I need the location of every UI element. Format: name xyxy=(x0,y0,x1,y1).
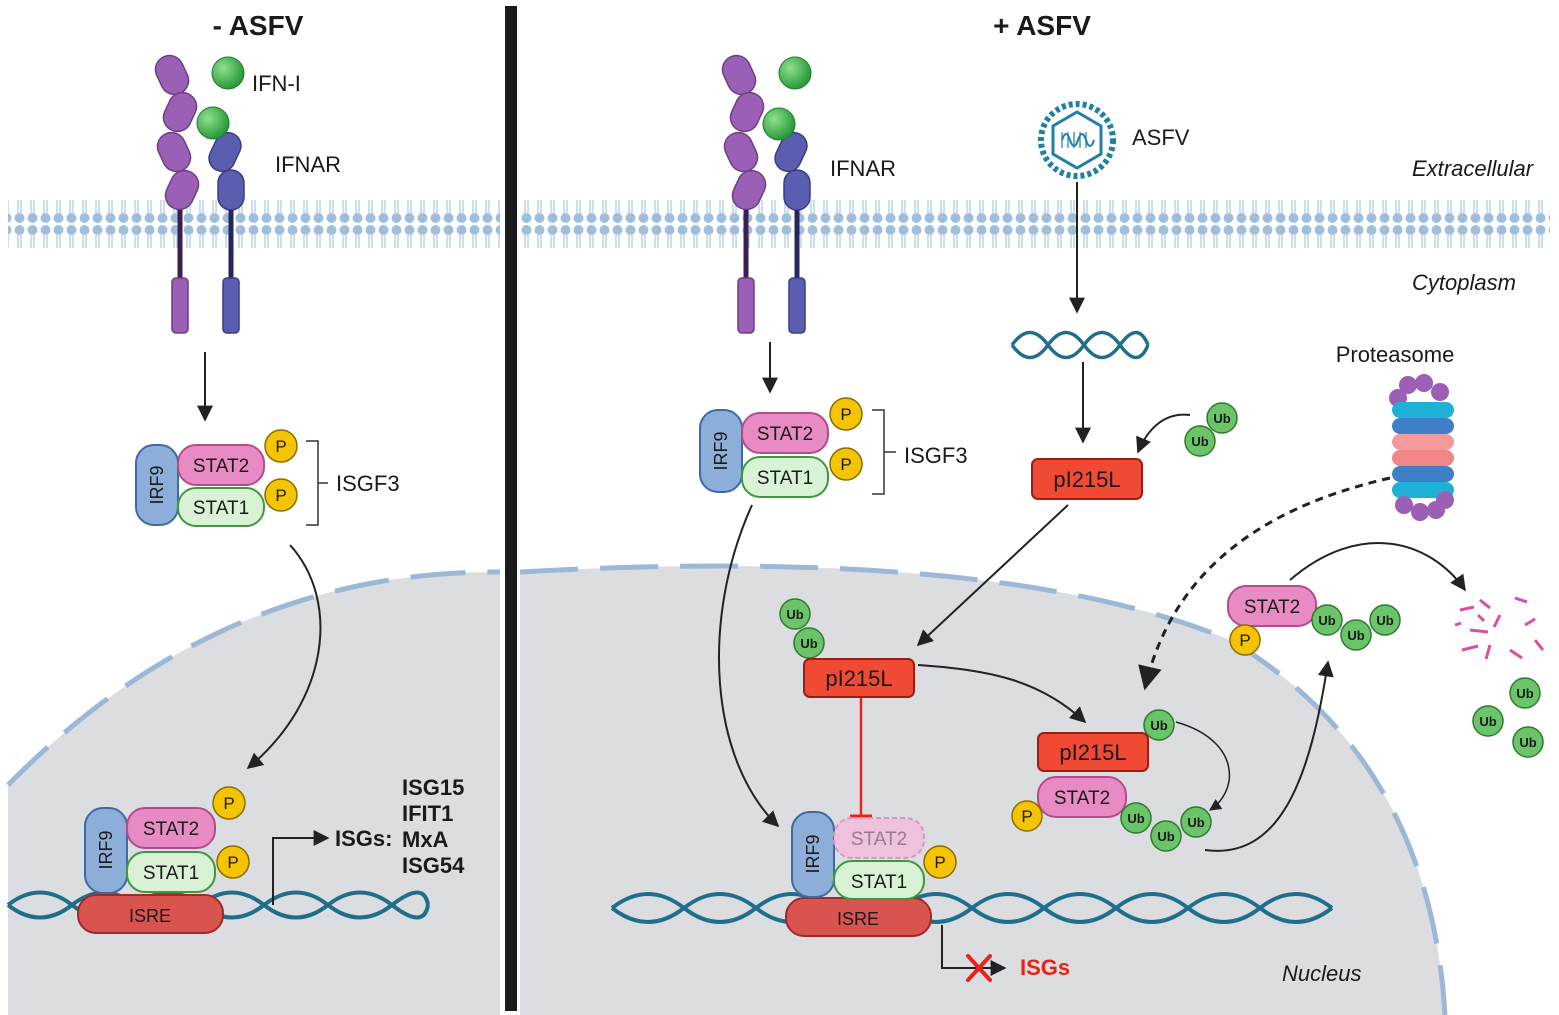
pi215l-nucleus xyxy=(803,658,915,698)
blocked-isgs-label: ISGs xyxy=(1020,955,1070,980)
ub-label: Ub xyxy=(1318,613,1335,628)
irf9-label: IRF9 xyxy=(711,431,731,470)
ubiquitin xyxy=(1472,705,1504,737)
isgf3-complex-nucleus-left: IRF9 STAT2 STAT1 P P xyxy=(84,786,250,894)
ifnar-label-left: IFNAR xyxy=(275,152,341,177)
ub-label: Ub xyxy=(1187,815,1204,830)
panel-divider xyxy=(505,6,517,1011)
pi215l-stat2-complex: pI215L Ub STAT2 P Ub Ub Ub xyxy=(1011,709,1212,852)
ub-label: Ub xyxy=(1479,714,1496,729)
isg-item: ISG15 xyxy=(402,775,464,800)
ifnar-receptor-left xyxy=(154,54,245,334)
membrane-right xyxy=(520,198,1550,254)
ifn-i-label: IFN-I xyxy=(252,71,301,96)
ub-label: Ub xyxy=(1519,735,1536,750)
isre-label: ISRE xyxy=(837,909,879,929)
pi215l-cytoplasm xyxy=(1031,458,1143,500)
stat2-ubiquitinated-cytoplasm: STAT2 P Ub Ub Ub xyxy=(1227,585,1401,656)
ifnar-label-right: IFNAR xyxy=(830,156,896,181)
extracellular-label: Extracellular xyxy=(1412,156,1535,181)
phospho-label: P xyxy=(227,853,238,872)
stat2-label: STAT2 xyxy=(193,456,249,477)
asfv-label: ASFV xyxy=(1132,125,1190,150)
stat1-label: STAT1 xyxy=(757,468,813,489)
ubiquitin xyxy=(1512,726,1544,758)
ifn-i-ligand xyxy=(211,56,245,90)
ub-label: Ub xyxy=(1150,718,1167,733)
ubiquitin xyxy=(793,627,825,659)
nucleus-right xyxy=(520,566,1445,1015)
ub-label: Ub xyxy=(800,636,817,651)
proteasome-label: Proteasome xyxy=(1336,342,1455,367)
phospho-label: P xyxy=(1021,807,1032,826)
phospho-label: P xyxy=(275,437,286,456)
irf9-label: IRF9 xyxy=(147,465,167,504)
ifn-i-ligand xyxy=(778,56,812,90)
ub-label: Ub xyxy=(1376,613,1393,628)
proteasome xyxy=(1389,374,1454,521)
stat1-label: STAT1 xyxy=(193,498,249,519)
phospho-label: P xyxy=(275,486,286,505)
ubiquitin xyxy=(1184,425,1216,457)
stat2-label: STAT2 xyxy=(1244,597,1300,618)
phospho-label: P xyxy=(840,455,851,474)
asfv-virion xyxy=(1038,101,1116,179)
nucleus-label: Nucleus xyxy=(1282,961,1361,986)
ubiquitin xyxy=(1509,677,1541,709)
phospho-label: P xyxy=(840,405,851,424)
dna-left xyxy=(6,890,430,920)
isre-label: ISRE xyxy=(129,906,171,926)
ubiquitin xyxy=(779,598,811,630)
isg-item: IFIT1 xyxy=(402,801,453,826)
ub-label: Ub xyxy=(1516,686,1533,701)
ubiquitin xyxy=(1206,402,1238,434)
ifn-i-ligand xyxy=(196,106,230,140)
ifn-i-ligand xyxy=(762,107,796,141)
isgs-prefix: ISGs: xyxy=(335,826,392,851)
stat2-label-faded: STAT2 xyxy=(851,829,907,850)
irf9-label: IRF9 xyxy=(803,834,823,873)
ub-label: Ub xyxy=(786,607,803,622)
pi215l-label: pI215L xyxy=(1059,740,1126,765)
isgf3-label-left: ISGF3 xyxy=(336,471,400,496)
isgf3-complex-nucleus-right: IRF9 STAT2 STAT1 P xyxy=(791,811,957,900)
viral-dna xyxy=(1010,330,1150,360)
ub-label: Ub xyxy=(1213,411,1230,426)
phospho-label: P xyxy=(223,794,234,813)
pi215l-label: pI215L xyxy=(825,666,892,691)
isg-item: MxA xyxy=(402,827,449,852)
cytoplasm-label: Cytoplasm xyxy=(1412,270,1516,295)
stat1-label: STAT1 xyxy=(143,863,199,884)
isg-item: ISG54 xyxy=(402,853,465,878)
dna-right xyxy=(610,892,1334,924)
membrane-left xyxy=(8,198,500,254)
stat2-label: STAT2 xyxy=(143,819,199,840)
left-panel-title: - ASFV xyxy=(213,10,304,41)
stat2-label: STAT2 xyxy=(1054,788,1110,809)
right-panel-title: + ASFV xyxy=(993,10,1091,41)
degraded-stat2-fragments xyxy=(1454,596,1545,660)
block-x-icon xyxy=(966,954,992,982)
ub-label: Ub xyxy=(1127,811,1144,826)
isre-left xyxy=(77,894,224,934)
isgf3-complex-left: IRF9 STAT2 STAT1 P P xyxy=(135,429,298,527)
phospho-label: P xyxy=(1239,631,1250,650)
stat2-label: STAT2 xyxy=(757,424,813,445)
phospho-label: P xyxy=(934,853,945,872)
isgf3-complex-right: IRF9 STAT2 STAT1 P P xyxy=(699,397,863,498)
ub-label: Ub xyxy=(1157,829,1174,844)
irf9-label: IRF9 xyxy=(96,830,116,869)
ub-label: Ub xyxy=(1191,434,1208,449)
stat1-label: STAT1 xyxy=(851,872,907,893)
ub-label: Ub xyxy=(1347,628,1364,643)
ifnar-receptor-right xyxy=(721,54,811,334)
isgf3-label-right: ISGF3 xyxy=(904,443,968,468)
pi215l-label: pI215L xyxy=(1053,467,1120,492)
